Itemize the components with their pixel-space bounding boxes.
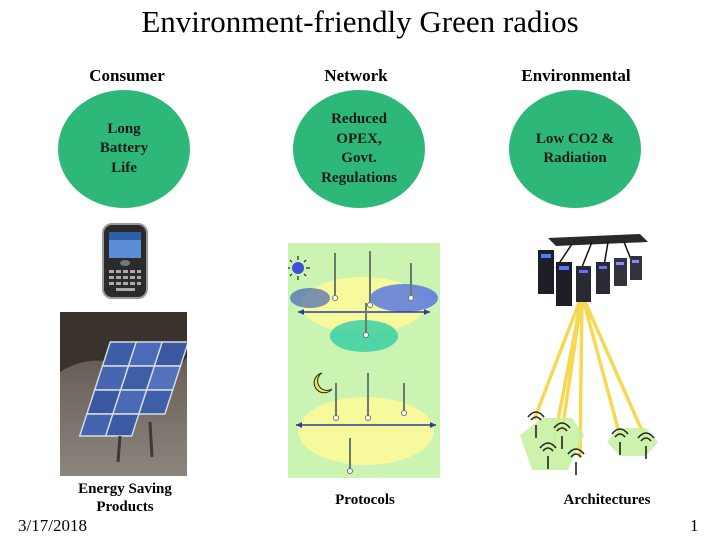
sun-icon — [288, 256, 310, 280]
environmental-circle-text: Low CO2 & Radiation — [535, 130, 615, 167]
slide-date: 3/17/2018 — [18, 516, 87, 535]
network-circle: Reduced OPEX, Govt. Regulations — [293, 90, 425, 208]
consumer-circle-text: Long Battery Life — [99, 120, 149, 176]
caption-energy-saving-products: Energy Saving Products — [78, 481, 172, 515]
caption-protocols: Protocols — [335, 492, 395, 508]
moon-icon — [313, 372, 333, 394]
network-circle-text: Reduced OPEX, Govt. Regulations — [321, 111, 397, 186]
solar-panel-photo — [60, 312, 187, 476]
smartphone-icon — [102, 223, 148, 299]
consumer-circle: Long Battery Life — [58, 90, 190, 208]
cell-tower-icon — [334, 251, 412, 471]
slide-title: Environment-friendly Green radios — [141, 4, 579, 39]
heading-environmental: Environmental — [521, 66, 631, 85]
environmental-circle: Low CO2 & Radiation — [509, 90, 641, 208]
architectures-diagram — [520, 234, 658, 475]
slide-page-number: 1 — [690, 516, 699, 535]
caption-architectures: Architectures — [563, 492, 651, 508]
server-rack-icon — [538, 234, 648, 306]
heading-consumer: Consumer — [89, 66, 165, 85]
antenna-icon — [527, 411, 655, 475]
protocols-diagram — [288, 243, 440, 478]
heading-network: Network — [324, 66, 388, 85]
